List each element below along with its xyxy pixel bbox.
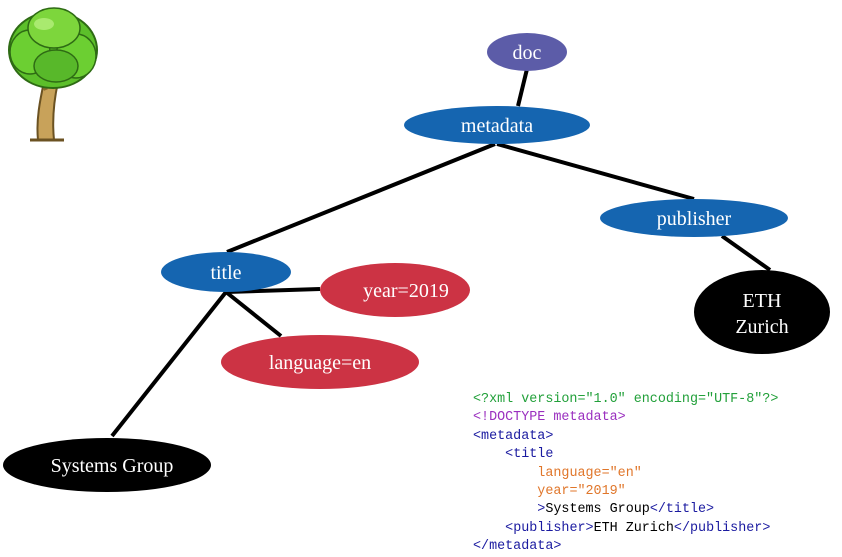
tree-icon [8, 7, 98, 142]
xml-declaration: <?xml version="1.0" encoding="UTF-8"?> [473, 392, 779, 407]
xml-title-close-tag: </title> [649, 502, 715, 518]
node-eth-zurich-shape [694, 270, 830, 354]
node-title-shape [161, 252, 291, 292]
edge-metadata-publisher [496, 142, 695, 201]
node-language-shape [221, 335, 419, 389]
xml-doctype: <!DOCTYPE metadata> [473, 410, 626, 426]
node-metadata: metadata [404, 106, 590, 144]
xml-publisher-text: ETH Zurich [593, 520, 674, 536]
node-doc: doc [487, 33, 567, 71]
xml-metadata-open-tag: <metadata> [473, 428, 554, 444]
tree-edges [110, 68, 772, 438]
node-publisher-shape [600, 199, 788, 237]
xml-attr-year: year="2019" [537, 484, 626, 500]
xml-title-gt: > [537, 502, 546, 518]
node-eth-zurich-label-line1: ETH [743, 290, 782, 312]
node-publisher-label: publisher [657, 208, 732, 230]
node-language: language=en [221, 335, 419, 389]
xml-metadata-close-tag: </metadata> [473, 539, 562, 555]
node-eth-zurich-label-line2: Zurich [735, 316, 788, 338]
node-systems-group-label: Systems Group [51, 455, 174, 477]
xml-publisher-close-tag: </publisher> [673, 520, 771, 536]
node-publisher: publisher [600, 199, 788, 237]
node-metadata-shape [404, 106, 590, 144]
xml-attr-language: language="en" [537, 465, 642, 481]
edge-publisher-eth [720, 234, 772, 272]
node-doc-shape [487, 33, 567, 71]
node-year: year=2019 [320, 263, 470, 317]
edge-title-systems-group [110, 290, 228, 438]
xml-title-text: Systems Group [545, 502, 650, 518]
node-doc-label: doc [513, 42, 542, 64]
node-title-label: title [210, 262, 241, 284]
xml-source-code: <?xml version="1.0" encoding="UTF-8"?> <… [473, 391, 778, 557]
node-year-label: year=2019 [363, 280, 449, 302]
node-year-shape [320, 263, 470, 317]
node-metadata-label: metadata [461, 115, 533, 137]
node-eth-zurich: ETH Zurich [694, 270, 830, 354]
edge-title-language [224, 290, 283, 338]
node-systems-group-shape [3, 438, 211, 492]
edge-title-year [225, 287, 321, 294]
edge-doc-metadata [516, 68, 529, 107]
node-title: title [161, 252, 291, 292]
edge-metadata-title [226, 142, 496, 254]
node-language-label: language=en [269, 352, 371, 374]
xml-title-open-tag: <title [505, 447, 554, 463]
node-systems-group: Systems Group [3, 438, 211, 492]
xml-publisher-open-tag: <publisher> [505, 520, 594, 536]
